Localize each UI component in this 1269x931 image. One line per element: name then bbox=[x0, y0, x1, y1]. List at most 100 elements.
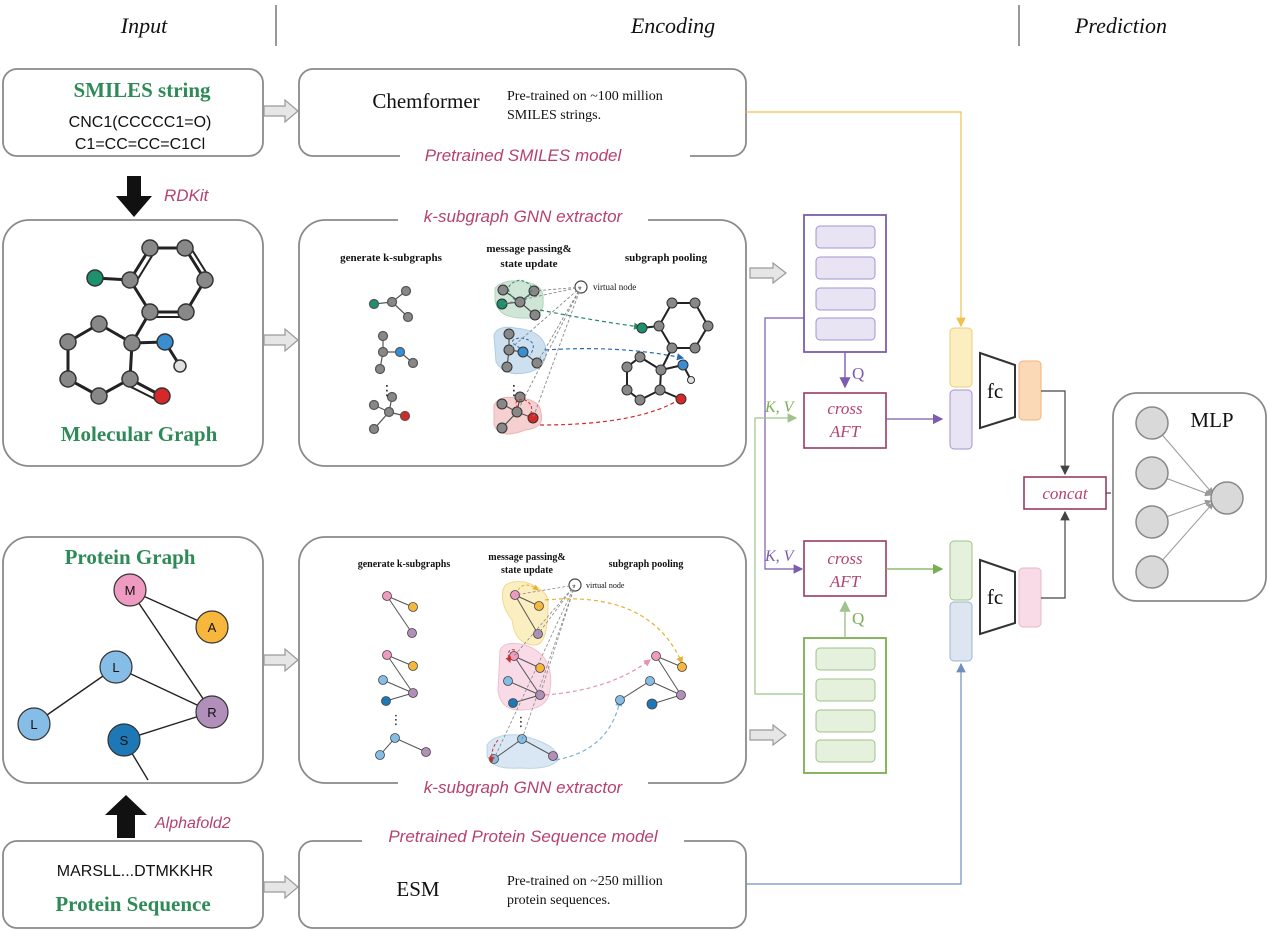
prot-token-1 bbox=[815, 647, 876, 671]
mol-message-passing bbox=[493, 279, 588, 435]
protein-node-s-label: S bbox=[120, 733, 129, 748]
concat-input-top bbox=[1041, 390, 1070, 476]
protein-node-r bbox=[195, 695, 229, 729]
rdkit-label: RDKit bbox=[164, 186, 210, 205]
mol-gnn-col2a: message passing& bbox=[486, 243, 571, 255]
kv-connector-purple bbox=[764, 317, 804, 574]
esm-caption-bg bbox=[362, 827, 684, 849]
mlp-nodes bbox=[1135, 406, 1244, 589]
protein-graph-box bbox=[2, 536, 264, 784]
pred-top-yellow-vector bbox=[949, 327, 973, 388]
prot-message-passing bbox=[486, 578, 582, 769]
pred-bottom-green-vector bbox=[949, 540, 973, 601]
arrow-seq-to-esm bbox=[263, 874, 299, 900]
prot-gnn-col3: subgraph pooling bbox=[609, 559, 684, 570]
mol-token-3 bbox=[815, 287, 876, 311]
esm-desc-1: Pre-trained on ~250 million bbox=[507, 874, 663, 889]
mol-virtual-node-label: virtual node bbox=[593, 282, 636, 292]
pred-top-purple-vector bbox=[949, 389, 973, 450]
arrow-molgnn-to-stack bbox=[749, 261, 787, 285]
protein-node-s bbox=[107, 723, 141, 757]
esm-caption: Pretrained Protein Sequence model bbox=[388, 827, 659, 846]
arrow-protgnn-to-stack bbox=[749, 723, 787, 747]
smiles-line1: CNC1(CCCCC1=O) bbox=[69, 114, 212, 131]
mlp-input-node-4 bbox=[1135, 555, 1169, 589]
protein-sequence-box bbox=[2, 840, 264, 929]
chemformer-caption-bg bbox=[400, 146, 690, 166]
protein-node-m bbox=[113, 573, 147, 607]
cross-aft-top-line1: cross bbox=[827, 399, 863, 418]
protein-node-a-label: A bbox=[208, 620, 217, 635]
fc-top-trapezoid bbox=[979, 351, 1016, 430]
protein-node-a bbox=[195, 610, 229, 644]
fc-bottom-trapezoid bbox=[979, 558, 1016, 636]
concat-box bbox=[1023, 476, 1107, 510]
molecular-graph-title: Molecular Graph bbox=[61, 422, 218, 446]
fc-top-output bbox=[1018, 360, 1042, 421]
fc-bottom-label: fc bbox=[987, 585, 1003, 609]
chemformer-desc-1: Pre-trained on ~100 million bbox=[507, 89, 663, 104]
mol-gnn-col2b: state update bbox=[500, 258, 557, 270]
esm-desc-2: protein sequences. bbox=[507, 893, 610, 908]
mol-gnn-col1: generate k-subgraphs bbox=[340, 252, 442, 264]
prot-mp-dots: ⋮ bbox=[515, 714, 528, 729]
cross-aft-bottom-line2: AFT bbox=[829, 572, 862, 591]
cross-aft-bottom-line1: cross bbox=[827, 549, 863, 568]
mol-gnn-title: k-subgraph GNN extractor bbox=[424, 207, 624, 226]
chemformer-name: Chemformer bbox=[372, 89, 479, 113]
protein-node-l1-label: L bbox=[112, 660, 119, 675]
mlp-input-node-2 bbox=[1135, 456, 1169, 490]
mlp-input-node-1 bbox=[1135, 406, 1169, 440]
fc-bottom-output bbox=[1018, 567, 1042, 628]
prot-gnn-col1: generate k-subgraphs bbox=[358, 559, 451, 570]
prot-token-4 bbox=[815, 739, 876, 763]
alphafold-label: Alphafold2 bbox=[154, 815, 231, 832]
mol-gnn-col3: subgraph pooling bbox=[625, 252, 708, 264]
prot-pooling-arrows bbox=[544, 598, 683, 761]
mol-subgraph-dots: ⋮ bbox=[380, 382, 394, 398]
kv-label-bottom: K, V bbox=[764, 548, 796, 565]
mol-subgraphs bbox=[368, 285, 419, 435]
prot-gnn-title-bg bbox=[398, 774, 648, 796]
mol-mp-dots: ⋮ bbox=[507, 382, 521, 398]
fc-top-label: fc bbox=[987, 379, 1003, 403]
protein-node-l2 bbox=[17, 707, 51, 741]
mol-token-4 bbox=[815, 317, 876, 341]
esm-output-line bbox=[746, 662, 966, 885]
protein-node-l2-label: L bbox=[30, 717, 37, 732]
cross-aft-top bbox=[803, 392, 887, 449]
chemformer-output-line bbox=[746, 111, 966, 328]
protein-node-r-label: R bbox=[207, 705, 216, 720]
prot-gnn-col2b: state update bbox=[501, 565, 554, 576]
prot-token-3 bbox=[815, 709, 876, 733]
prot-virtual-node-label: virtual node bbox=[586, 581, 625, 590]
smiles-box bbox=[2, 68, 264, 157]
cross-aft-bottom bbox=[803, 540, 887, 597]
prot-token-2 bbox=[815, 678, 876, 702]
protein-node-l1 bbox=[99, 650, 133, 684]
mol-token-1 bbox=[815, 225, 876, 249]
alphafold-arrow bbox=[105, 795, 147, 838]
molecule-atoms bbox=[59, 239, 214, 405]
section-encoding: Encoding bbox=[630, 13, 715, 38]
protein-graph-title: Protein Graph bbox=[65, 545, 196, 569]
chemformer-caption: Pretrained SMILES model bbox=[425, 146, 623, 165]
q-label-bottom: Q bbox=[852, 609, 864, 628]
arrow-protgraph-to-gnn bbox=[263, 647, 299, 673]
mol-pooled-structure bbox=[621, 297, 714, 406]
section-input: Input bbox=[120, 13, 168, 38]
kv-label-top: K, V bbox=[764, 399, 796, 416]
mlp-input-node-3 bbox=[1135, 505, 1169, 539]
protein-sequence-value: MARSLL...DTMKKHR bbox=[57, 863, 213, 880]
arrow-smiles-to-chemformer bbox=[263, 98, 299, 124]
cross-aft-top-line2: AFT bbox=[829, 422, 862, 441]
pred-bottom-blue-vector bbox=[949, 601, 973, 662]
protein-graph-nodes bbox=[17, 573, 229, 757]
prot-subgraph-dots: ⋮ bbox=[390, 712, 403, 727]
concat-label: concat bbox=[1042, 484, 1089, 503]
mlp-label: MLP bbox=[1190, 408, 1233, 432]
section-prediction: Prediction bbox=[1074, 13, 1167, 38]
prot-pooled-graph bbox=[615, 651, 687, 710]
smiles-line2: C1=CC=CC=C1Cl bbox=[75, 136, 205, 153]
